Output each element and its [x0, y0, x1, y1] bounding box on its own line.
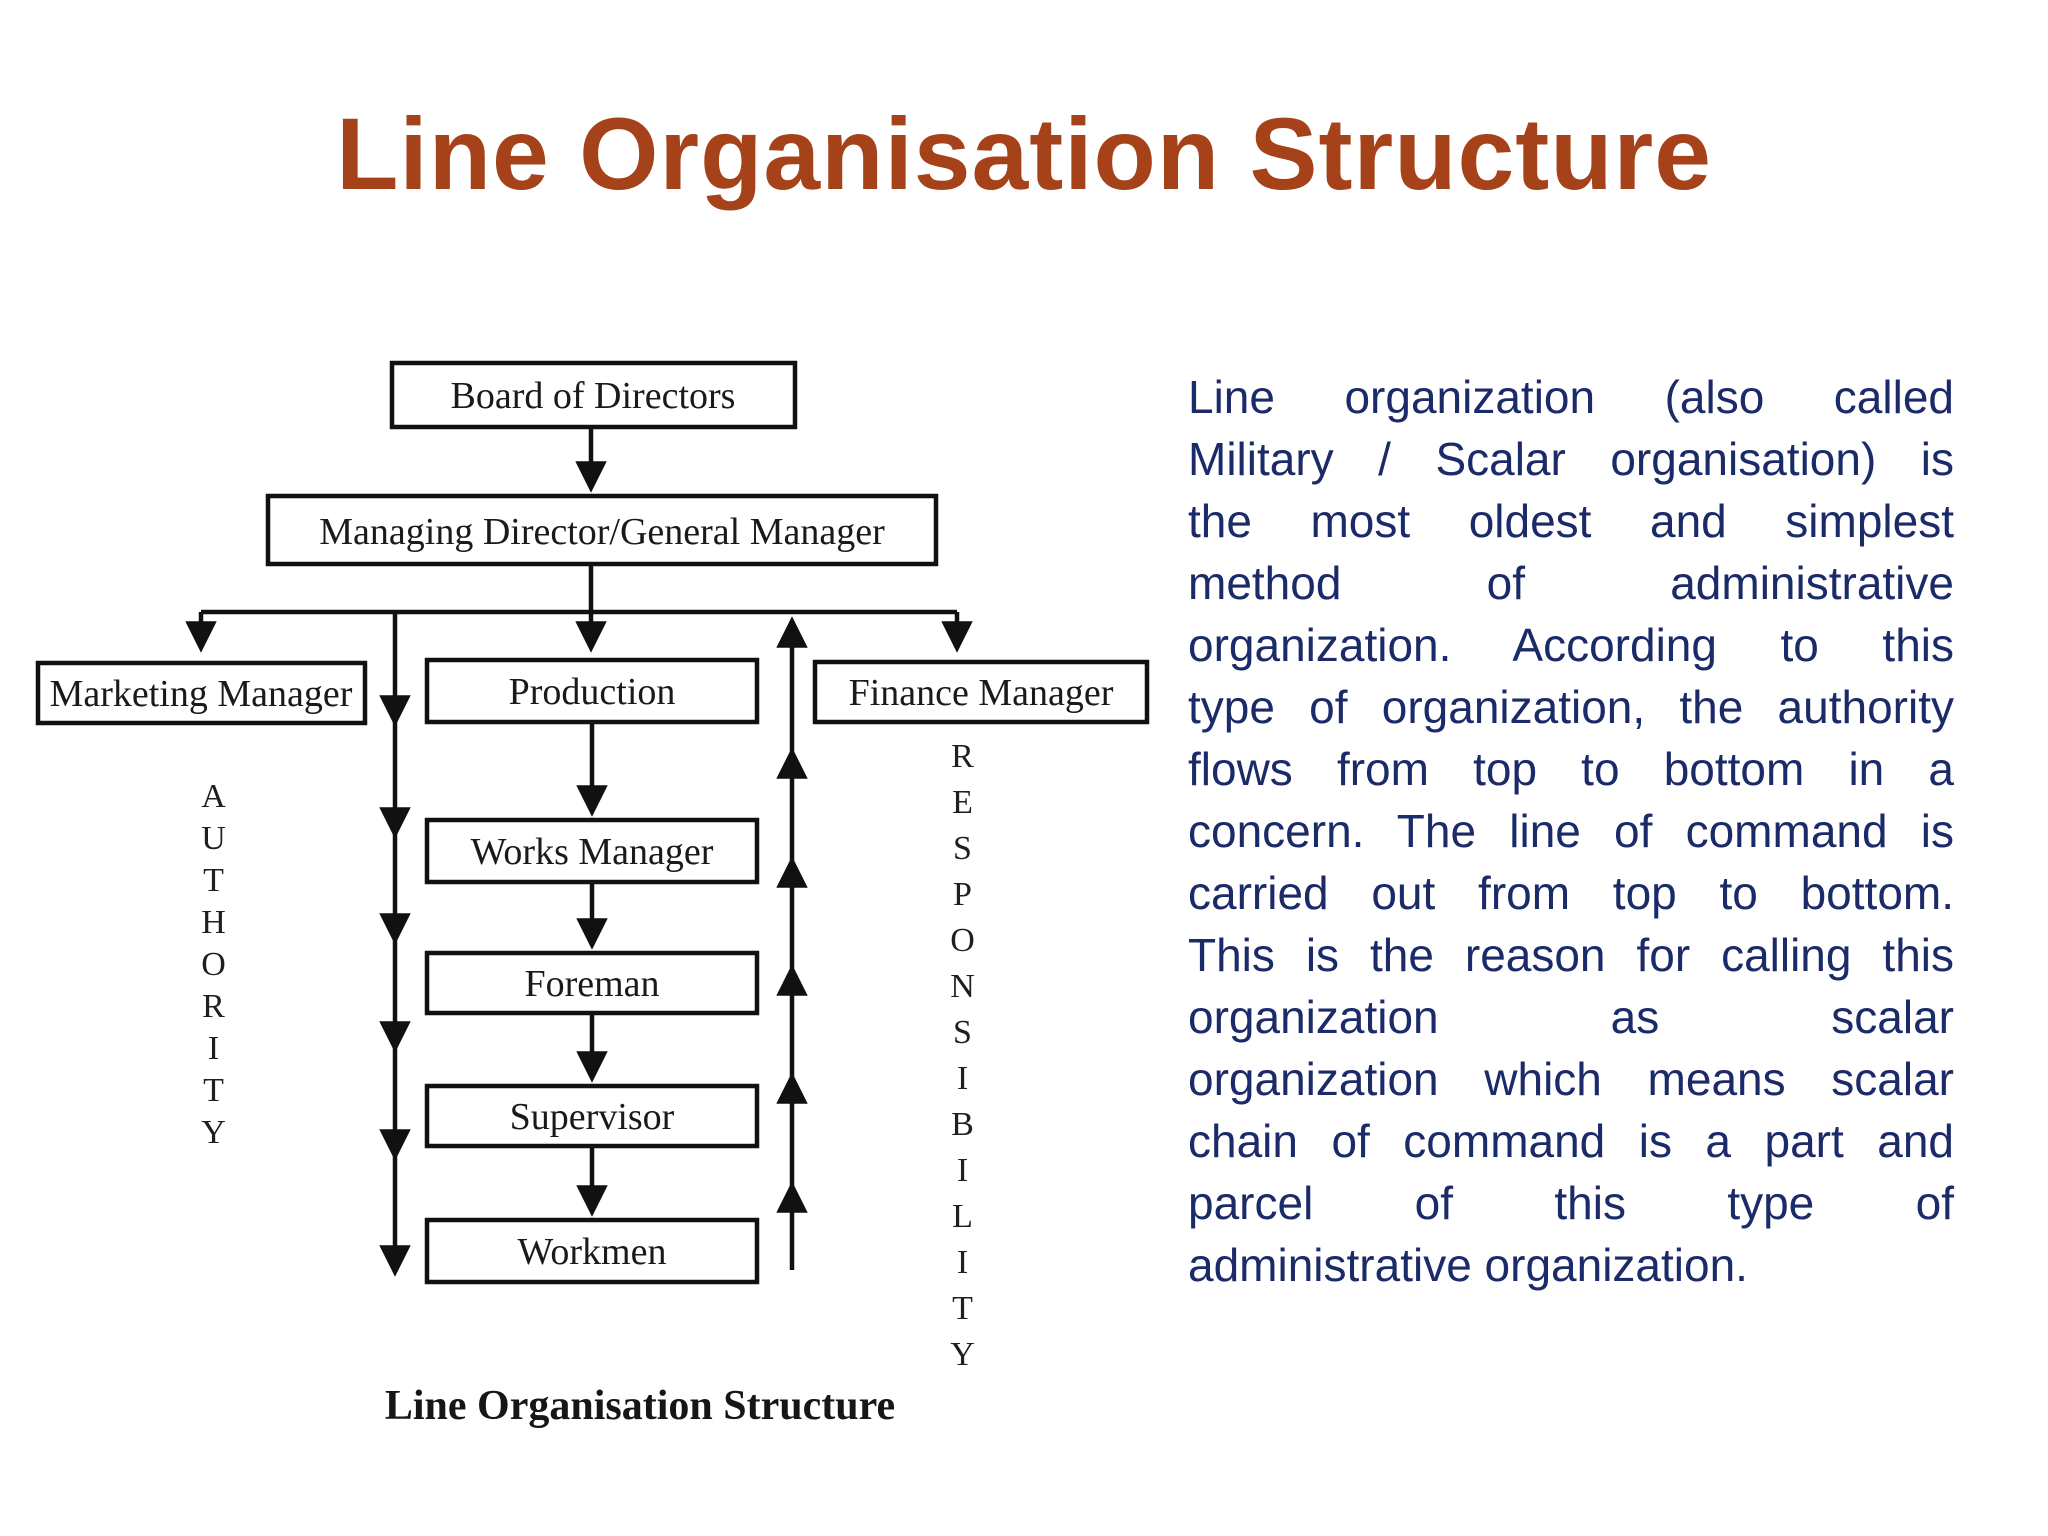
- paragraph-line: concern. The line of command is: [1188, 805, 1954, 857]
- node-box-board: [389, 360, 798, 430]
- node-label-production: Production: [509, 671, 676, 713]
- paragraph-line: organization. According to this: [1188, 619, 1954, 671]
- node-label-marketing: Marketing Manager: [50, 673, 353, 715]
- paragraph-line: method of administrative: [1188, 557, 1954, 609]
- node-box-workmen: [424, 1217, 760, 1285]
- node-box-works: [424, 817, 760, 885]
- paragraph-line: carried out from top to bottom.: [1188, 867, 1954, 919]
- page-title: Line Organisation Structure: [336, 97, 1712, 211]
- node-label-finance: Finance Manager: [849, 672, 1114, 714]
- paragraph-line: flows from top to bottom in a: [1188, 743, 1954, 795]
- paragraph-line: type of organization, the authority: [1188, 681, 1954, 733]
- node-label-board: Board of Directors: [451, 375, 736, 417]
- node-label-md: Managing Director/General Manager: [319, 511, 885, 553]
- node-box-marketing: [35, 660, 368, 726]
- node-label-works: Works Manager: [471, 831, 714, 873]
- description-text: Line organization (also called Military …: [1188, 366, 1954, 1296]
- paragraph-line: organization which means scalar: [1188, 1053, 1954, 1105]
- authority-label: AUTHORITY: [195, 778, 232, 1156]
- node-boxes: [35, 360, 1150, 1285]
- paragraph-line: parcel of this type of: [1188, 1177, 1954, 1229]
- paragraph-line: organization as scalar: [1188, 991, 1954, 1043]
- node-labels: Board of Directors Managing Director/Gen…: [50, 375, 1114, 1273]
- node-label-supervisor: Supervisor: [510, 1096, 675, 1138]
- org-chart-diagram: Board of Directors Managing Director/Gen…: [35, 360, 1150, 1285]
- node-box-supervisor: [424, 1083, 760, 1149]
- node-label-workmen: Workmen: [518, 1231, 667, 1273]
- node-box-finance: [812, 659, 1150, 725]
- paragraph-line: chain of command is a part and: [1188, 1115, 1954, 1167]
- connector-lines: [185, 427, 973, 1277]
- node-box-production: [424, 657, 760, 725]
- node-box-md: [265, 493, 939, 567]
- paragraph-line: administrative organization.: [1188, 1239, 1748, 1291]
- paragraph-line: the most oldest and simplest: [1188, 495, 1954, 547]
- diagram-caption: Line Organisation Structure: [384, 1383, 896, 1429]
- node-label-foreman: Foreman: [524, 963, 659, 1005]
- paragraph-line: This is the reason for calling this: [1188, 929, 1954, 981]
- paragraph-line: Line organization (also called: [1188, 371, 1954, 423]
- responsibility-label: RESPONSIBILITY: [944, 738, 981, 1382]
- paragraph-line: Military / Scalar organisation) is: [1188, 433, 1954, 485]
- node-box-foreman: [424, 950, 760, 1016]
